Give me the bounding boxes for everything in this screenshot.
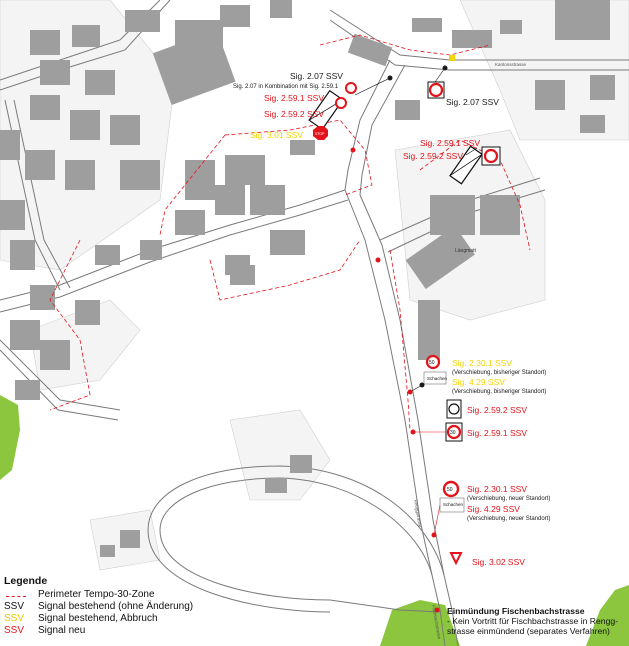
schachen-sign-1: Schachen: [427, 376, 448, 381]
sign-symbols: [308, 81, 501, 566]
legend-label-existing: Signal bestehend (ohne Änderung): [38, 600, 194, 612]
legend: Legende Perimeter Tempo-30-Zone SSV Sign…: [4, 575, 254, 636]
label-sig2592-c: Sig. 2.59.2 SSV: [467, 405, 527, 415]
junction-note-title: Einmündung Fischenbachstrasse: [447, 606, 585, 616]
label-sig2301-a-note: (Verschiebung, bisheriger Standort): [452, 370, 546, 376]
junction-note-line1: - Kein Vortritt für Fischbachstrasse in …: [447, 616, 618, 626]
label-sig2301-b-note: (Verschiebung, neuer Standort): [467, 496, 550, 502]
label-sig207-a: Sig. 2.07 SSV: [290, 71, 343, 81]
legend-row-removed: SSV Signal bestehend, Abbruch: [4, 612, 254, 624]
place-names: Längmatt Schachen Schachen STOP 50 50 30…: [315, 62, 527, 640]
label-sig429-a: Sig. 4.29 SSV: [452, 377, 505, 387]
label-sig2301-a: Sig. 2.30.1 SSV: [452, 358, 512, 368]
sign-50-a: 50: [429, 360, 435, 366]
label-sig2591-a: Sig. 2.59.1 SSV: [264, 93, 324, 103]
legend-perimeter-line: [4, 589, 38, 600]
label-sig207-a-note: Sig. 2.07 in Kombination mit Sig. 2.59.1: [233, 84, 339, 90]
sign-posts: [350, 55, 478, 613]
street-renggstrasse: Renggstrasse: [413, 499, 423, 528]
sign-50-b: 50: [447, 487, 453, 493]
legend-title: Legende: [4, 575, 48, 587]
label-sig2591-c: Sig. 2.59.1 SSV: [467, 428, 527, 438]
schachen-sign-2: Schachen: [443, 502, 464, 507]
label-sig429-b-note: (Verschiebung, neuer Standort): [467, 516, 550, 522]
street-fischbachstrasse: Fischbachstrasse: [431, 604, 442, 640]
place-laengmatt: Längmatt: [455, 248, 476, 254]
label-sig301: Sig. 3.01 SSV: [250, 130, 303, 140]
legend-key-removed: SSV: [4, 612, 25, 624]
stop-sign-text: STOP: [315, 132, 325, 136]
legend-label-removed: Signal bestehend, Abbruch: [38, 612, 158, 624]
label-sig302: Sig. 3.02 SSV: [472, 557, 525, 567]
junction-note: Einmündung Fischenbachstrasse - Kein Vor…: [447, 606, 629, 636]
label-sig2591-b: Sig. 2.59.1 SSV: [420, 138, 480, 148]
buildings: [0, 0, 615, 557]
legend-label-perimeter: Perimeter Tempo-30-Zone: [38, 588, 155, 600]
legend-row-existing: SSV Signal bestehend (ohne Änderung): [4, 600, 254, 612]
legend-key-existing: SSV: [4, 600, 25, 612]
sign-30-c: 30: [450, 430, 456, 436]
sign-labels: Sig. 2.07 SSV Sig. 2.07 in Kombination m…: [233, 71, 550, 567]
legend-row-new: SSV Signal neu: [4, 624, 254, 636]
legend-key-new: SSV: [4, 624, 25, 636]
label-sig429-a-note: (Verschiebung, bisheriger Standort): [452, 389, 546, 395]
label-sig2592-a: Sig. 2.59.2 SSV: [264, 109, 324, 119]
junction-note-line2: strasse einmündend (separates Verfahren): [447, 626, 610, 636]
label-sig429-b: Sig. 4.29 SSV: [467, 504, 520, 514]
label-sig2301-b: Sig. 2.30.1 SSV: [467, 484, 527, 494]
label-sig207-b: Sig. 2.07 SSV: [446, 97, 499, 107]
street-kantonsstrasse: Kantonsstrasse: [495, 62, 527, 67]
label-sig2592-b: Sig. 2.59.2 SSV: [403, 151, 463, 161]
legend-label-new: Signal neu: [38, 624, 86, 636]
perimeter-tempo30: [49, 34, 531, 431]
legend-row-perimeter: Perimeter Tempo-30-Zone: [4, 588, 254, 600]
